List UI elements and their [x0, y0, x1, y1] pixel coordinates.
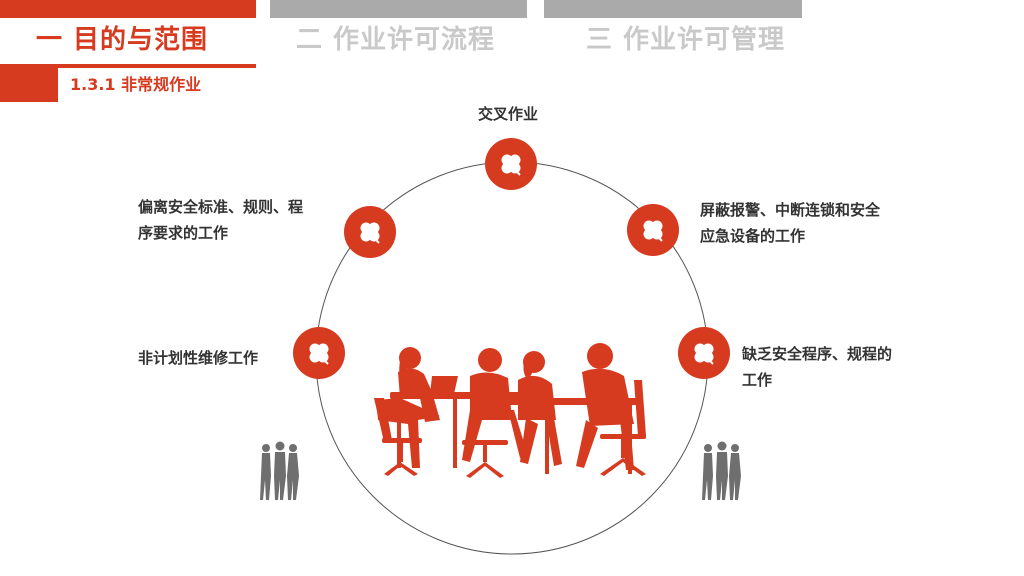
label-cross-work: 交叉作业: [478, 101, 538, 127]
label-line-1: 屏蔽报警、中断连锁和安全: [700, 201, 881, 219]
section-title: 1.3.1 非常规作业: [70, 75, 202, 94]
label-line-1: 偏离安全标准、规则、程: [138, 198, 304, 216]
label-line-1: 交叉作业: [478, 105, 539, 123]
tab-bar-2: [270, 0, 527, 18]
standing-people-left: [260, 441, 299, 500]
four-leaf-clover-icon: [309, 343, 329, 365]
node-cross-work: [485, 138, 537, 190]
meeting-silhouette: [374, 343, 646, 478]
four-leaf-clover-icon: [643, 220, 663, 242]
tab-purpose-scope[interactable]: 一 目的与范围: [36, 25, 209, 55]
node-alarm-bypass: [627, 204, 679, 256]
label-line-2: 工作: [742, 371, 773, 389]
section-marker-block: [0, 64, 58, 102]
four-leaf-clover-icon: [501, 154, 521, 176]
active-tab-bar: [0, 0, 256, 18]
label-deviation: 偏离安全标准、规则、程 序要求的工作: [138, 194, 303, 246]
section-underline: [0, 64, 256, 68]
label-line-2: 序要求的工作: [138, 224, 229, 242]
tab-permit-management[interactable]: 三 作业许可管理: [586, 25, 786, 55]
tab-bar-3: [544, 0, 802, 18]
label-unplanned-maintenance: 非计划性维修工作: [138, 345, 258, 371]
four-leaf-clover-icon: [694, 343, 714, 365]
node-unplanned-maintenance: [293, 327, 345, 379]
label-line-1: 缺乏安全程序、规程的: [742, 345, 893, 363]
label-line-1: 非计划性维修工作: [138, 349, 259, 367]
label-line-2: 应急设备的工作: [700, 227, 806, 245]
standing-people-right: [702, 441, 741, 500]
label-no-procedure: 缺乏安全程序、规程的 工作: [742, 341, 892, 393]
label-alarm-bypass: 屏蔽报警、中断连锁和安全 应急设备的工作: [700, 197, 880, 249]
tab-permit-process[interactable]: 二 作业许可流程: [296, 25, 496, 55]
node-deviation: [344, 206, 396, 258]
four-leaf-clover-icon: [360, 222, 380, 244]
node-no-procedure: [678, 327, 730, 379]
